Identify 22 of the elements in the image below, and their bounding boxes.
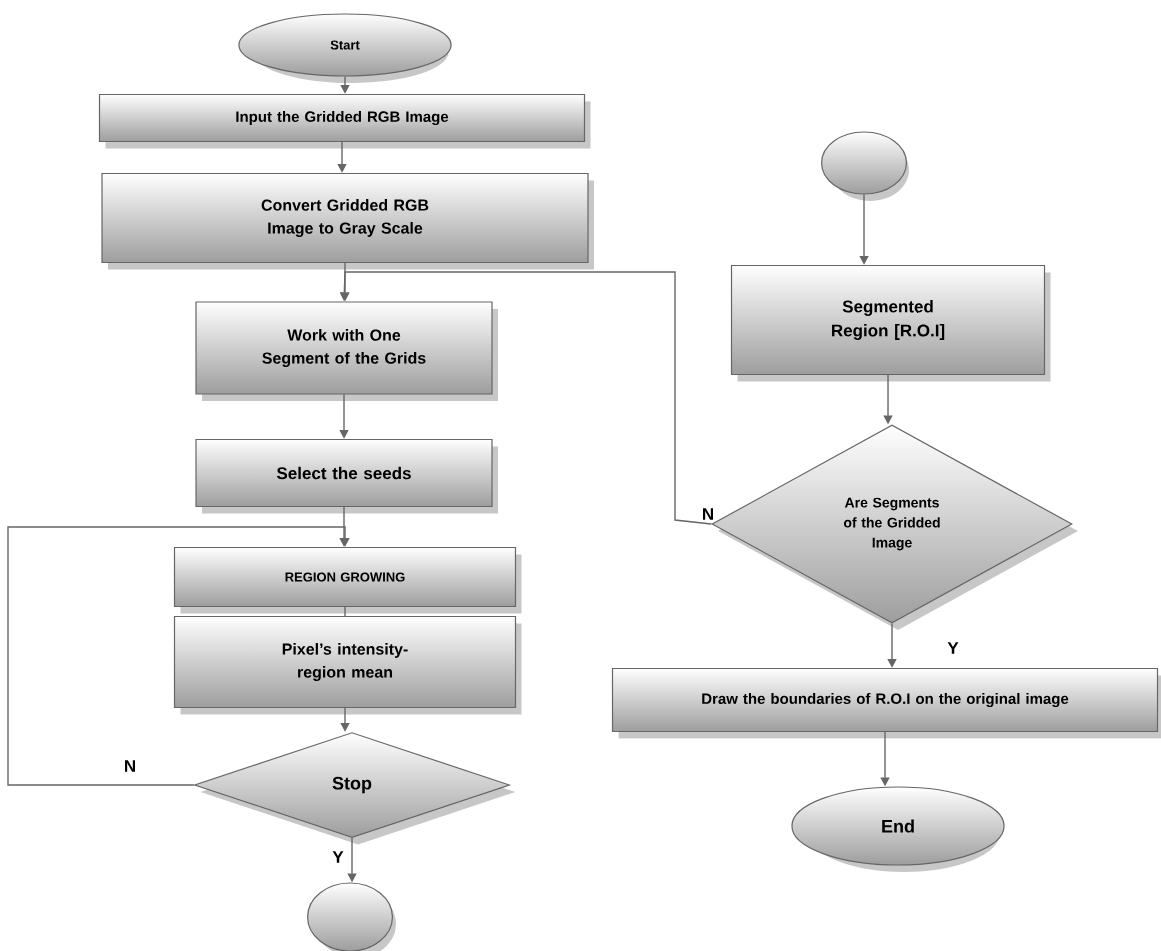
connector-circle	[306, 882, 396, 951]
process-box: Select the seeds	[195, 438, 498, 514]
edge-label: Y	[946, 641, 960, 655]
arrow	[339, 393, 349, 439]
terminal-oval: Start	[238, 13, 452, 83]
arrow	[887, 622, 897, 668]
arrow	[859, 193, 869, 265]
process-box: Pixel’s intensity-region mean	[173, 615, 522, 715]
connector-circle	[821, 131, 909, 201]
process-box: Draw the boundaries of R.O.I on the original image	[611, 667, 1161, 739]
arrow	[340, 75, 350, 94]
process-box: Work with One Segment of the Grids	[195, 301, 498, 401]
process-box: Input the Gridded RGB Image	[98, 93, 591, 149]
edge-label: Y	[331, 850, 345, 864]
process-box: REGION GROWING	[173, 546, 522, 614]
arrow	[7, 526, 350, 786]
arrow	[340, 707, 350, 732]
edge-label: N	[122, 759, 138, 773]
terminal-oval: End	[791, 786, 1005, 872]
process-box: Segmented Region [R.O.I]	[730, 264, 1051, 382]
arrow	[337, 141, 347, 173]
process-box: Convert Gridded RGB Image to Gray Scale	[101, 172, 594, 270]
